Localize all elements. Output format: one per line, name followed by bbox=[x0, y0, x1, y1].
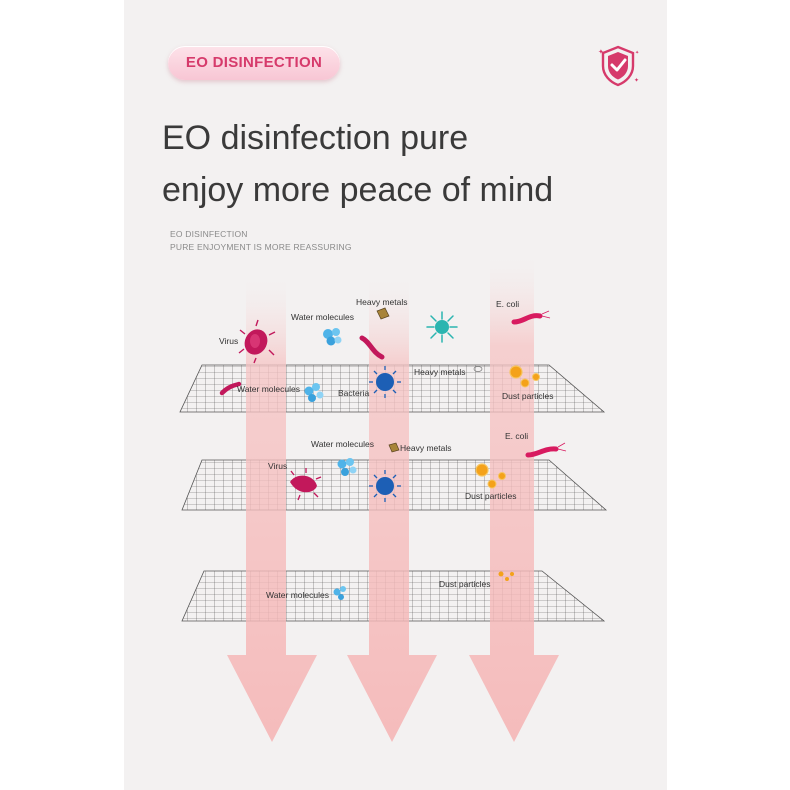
dust-particle-icon-2 bbox=[475, 463, 506, 489]
teal-microbe-icon bbox=[426, 311, 458, 343]
heavy-metal-icon bbox=[376, 307, 390, 320]
label-water-top: Water molecules bbox=[291, 312, 354, 322]
svg-text:✦: ✦ bbox=[598, 48, 604, 56]
label-ecoli-1: E. coli bbox=[496, 299, 519, 309]
shield-check-icon: ✦ ✦ ✦ bbox=[598, 45, 639, 87]
label-dust-3: Dust particles bbox=[439, 579, 491, 589]
heavy-metal-icon-2 bbox=[473, 366, 483, 372]
label-virus-1: Virus bbox=[219, 336, 238, 346]
label-dust-2: Dust particles bbox=[465, 491, 517, 501]
label-bacteria: Bacteria bbox=[338, 388, 369, 398]
label-ecoli-2: E. coli bbox=[505, 431, 528, 441]
product-card: EO DISINFECTION ✦ ✦ ✦ EO disinfection pu… bbox=[124, 0, 667, 790]
virus-icon bbox=[238, 319, 276, 364]
water-molecule-icon-4 bbox=[333, 586, 346, 600]
down-arrow-3 bbox=[469, 258, 559, 742]
svg-text:✦: ✦ bbox=[634, 77, 639, 84]
headline: EO disinfection pure enjoy more peace of… bbox=[162, 112, 642, 216]
label-water-2: Water molecules bbox=[311, 439, 374, 449]
dust-particle-icon bbox=[509, 365, 540, 388]
down-arrow-1 bbox=[227, 280, 317, 742]
bacteria-icon-2 bbox=[369, 470, 401, 502]
red-bacillus-icon-2 bbox=[219, 381, 242, 396]
eo-disinfection-badge: EO DISINFECTION bbox=[168, 46, 340, 80]
label-heavy-top: Heavy metals bbox=[356, 297, 408, 307]
water-molecule-icon-2 bbox=[304, 383, 324, 402]
subtext: EO DISINFECTION PURE ENJOYMENT IS MORE R… bbox=[170, 228, 352, 254]
virus-icon-2 bbox=[290, 468, 322, 501]
red-bacillus-icon bbox=[359, 335, 385, 360]
subtext-line-1: EO DISINFECTION bbox=[170, 229, 248, 239]
bacteria-icon bbox=[369, 366, 401, 398]
subtext-line-2: PURE ENJOYMENT IS MORE REASSURING bbox=[170, 242, 352, 252]
water-molecule-icon-3 bbox=[337, 458, 357, 476]
ecoli-icon-2 bbox=[525, 442, 567, 458]
label-virus-2: Virus bbox=[268, 461, 287, 471]
ecoli-icon bbox=[511, 310, 551, 325]
label-heavy-1: Heavy metals bbox=[414, 367, 466, 377]
down-arrow-2 bbox=[347, 280, 437, 742]
svg-text:✦: ✦ bbox=[635, 50, 639, 56]
filtration-diagram: Virus Water molecules Heavy metals bbox=[179, 258, 608, 742]
label-heavy-2: Heavy metals bbox=[400, 443, 452, 453]
headline-line-2: enjoy more peace of mind bbox=[162, 171, 554, 209]
label-dust-1: Dust particles bbox=[502, 391, 554, 401]
dust-particle-icon-3 bbox=[498, 571, 514, 581]
label-water-1: Water molecules bbox=[237, 384, 300, 394]
headline-line-1: EO disinfection pure bbox=[162, 119, 469, 157]
water-molecule-icon bbox=[323, 328, 342, 346]
label-water-3: Water molecules bbox=[266, 590, 329, 600]
heavy-metal-icon-3 bbox=[388, 442, 400, 453]
